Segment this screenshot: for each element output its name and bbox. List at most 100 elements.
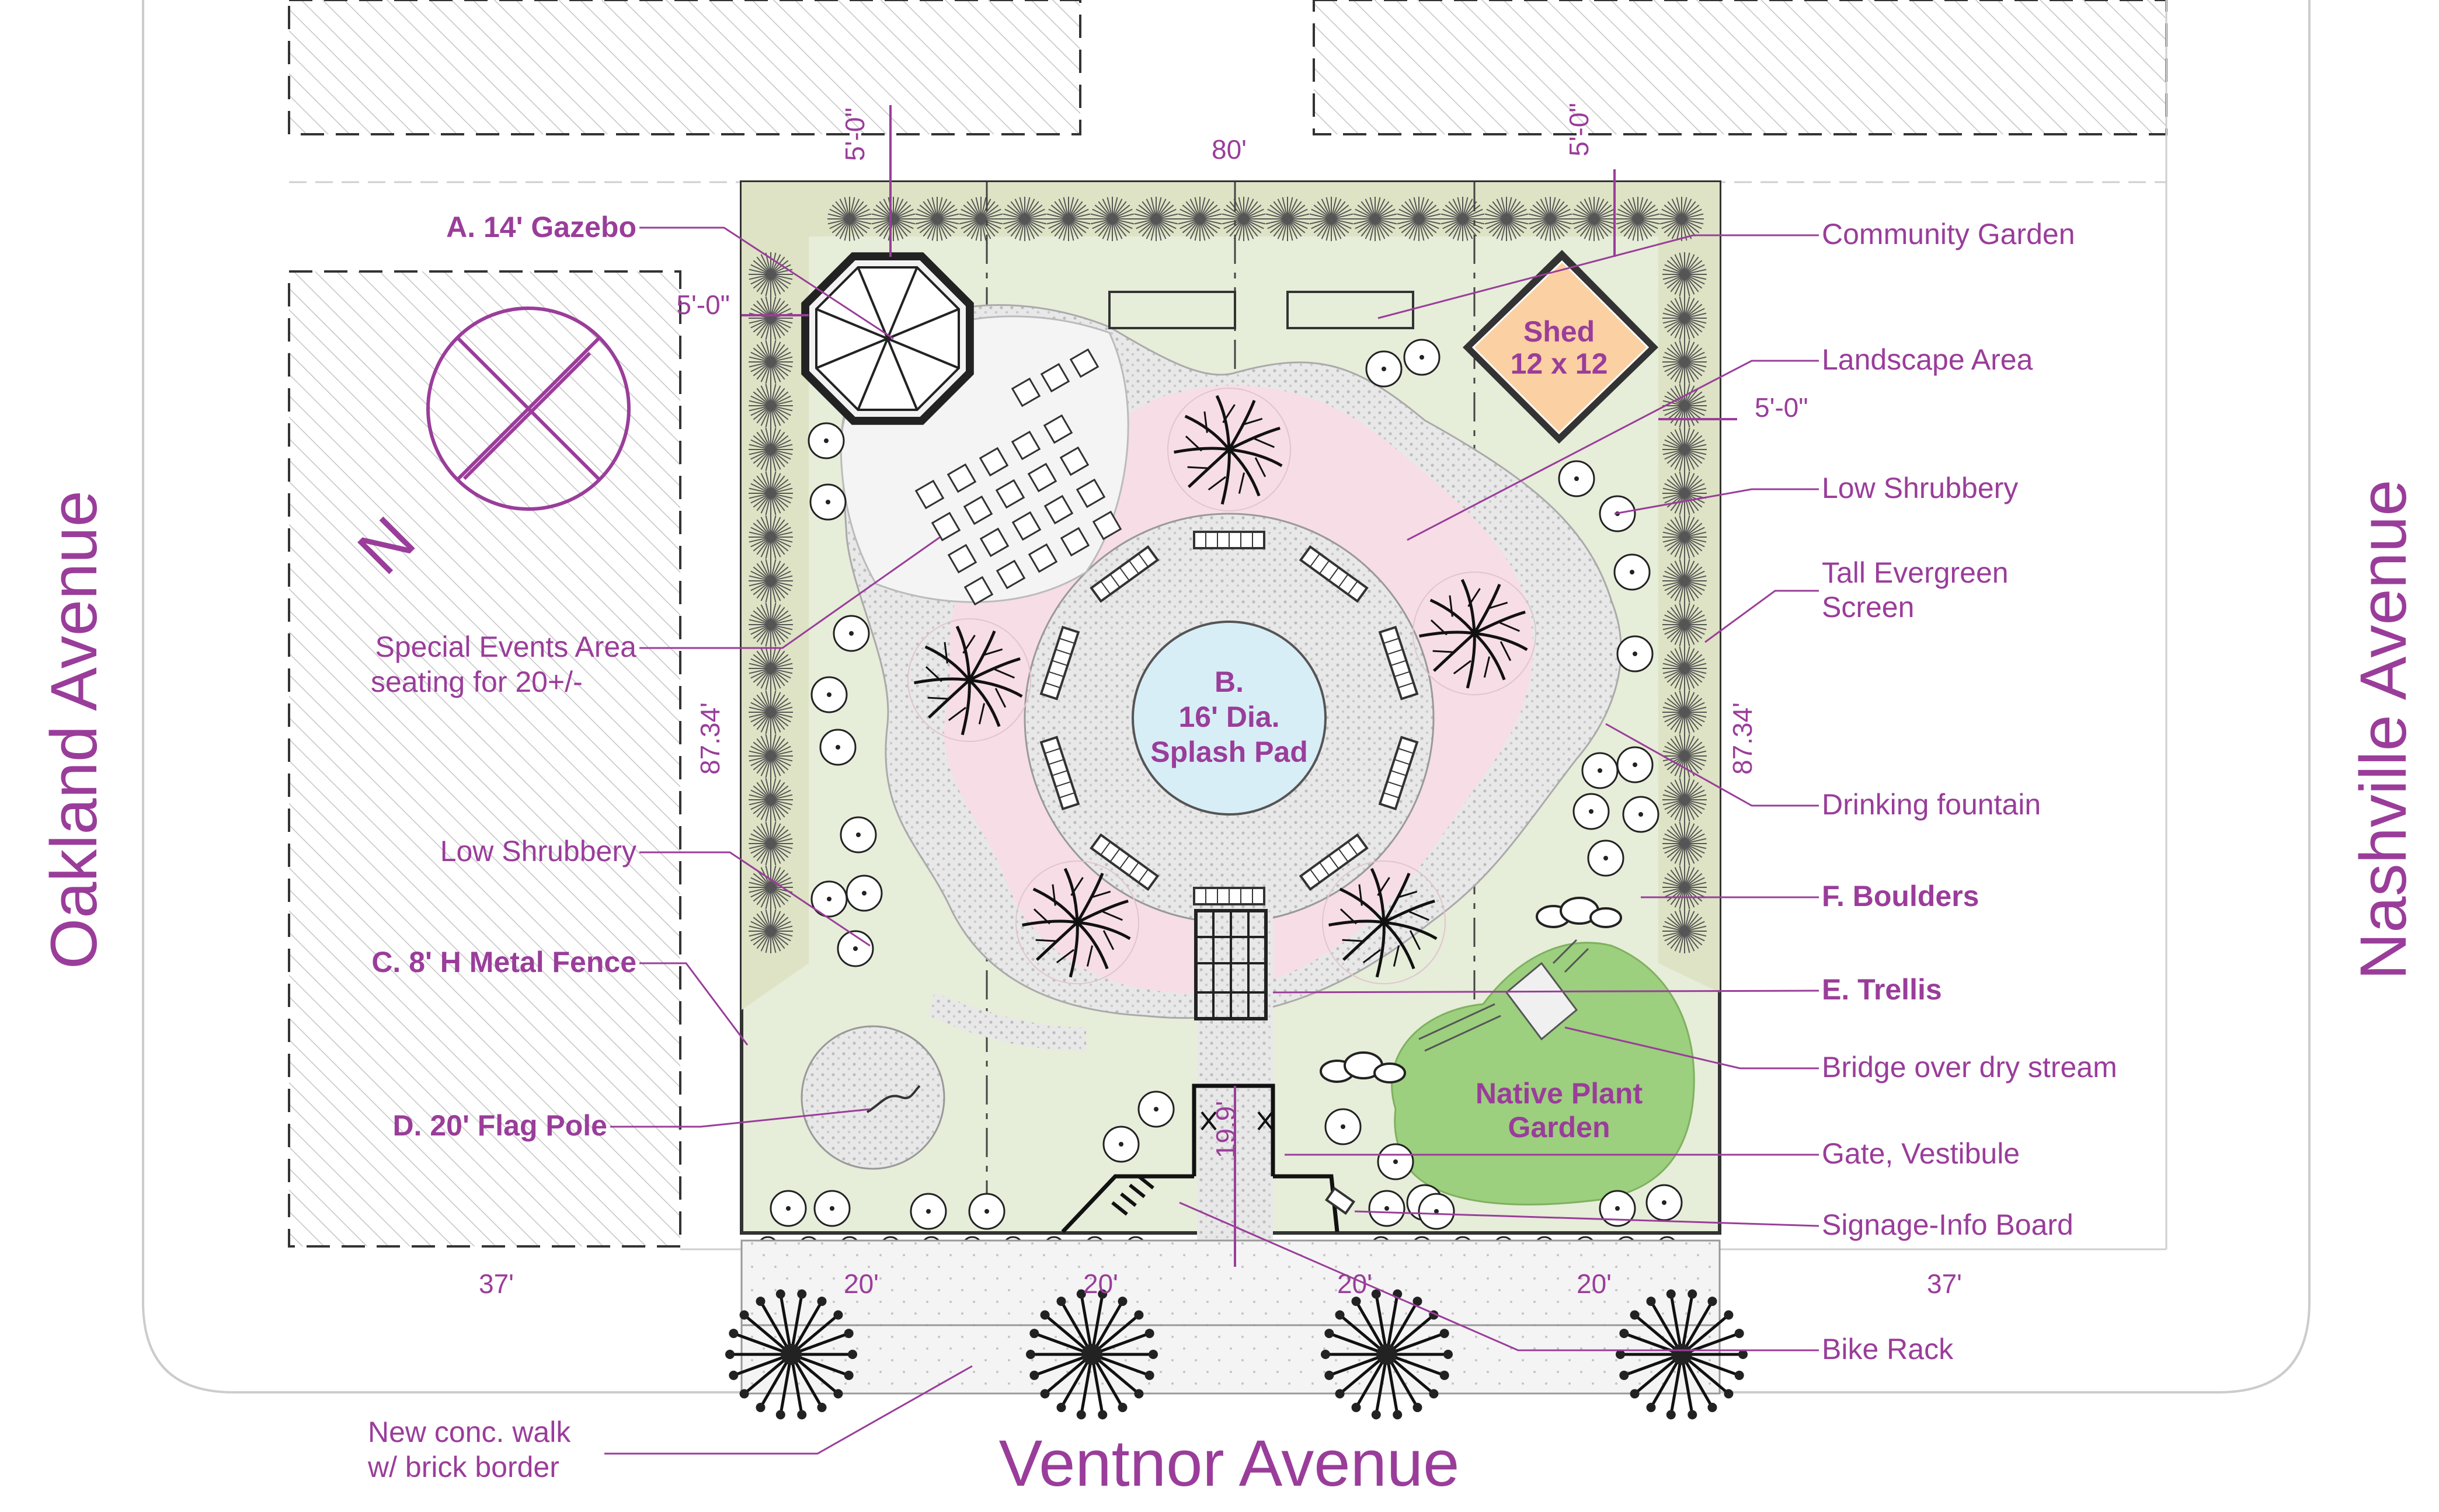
label-fence: C. 8' H Metal Fence	[371, 946, 636, 978]
shrub	[1324, 1108, 1362, 1145]
evergreen-tree	[749, 865, 793, 910]
evergreen-tree	[915, 197, 959, 241]
shrub	[968, 1193, 1005, 1230]
dim-bottom-2: 20'	[844, 1269, 879, 1299]
tall-evergreen-screen	[749, 197, 1707, 953]
evergreen-tree	[749, 427, 793, 472]
bench	[1193, 531, 1265, 549]
evergreen-tree	[1662, 515, 1707, 559]
evergreen-tree	[1353, 197, 1397, 241]
evergreen-tree	[749, 296, 793, 340]
evergreen-tree	[827, 197, 872, 241]
shrub	[1622, 796, 1659, 833]
evergreen-tree	[1662, 471, 1707, 515]
event-seat	[1011, 430, 1041, 461]
street-tree	[1616, 1289, 1748, 1420]
evergreen-tree	[749, 340, 793, 384]
evergreen-tree	[1662, 690, 1707, 734]
label-flag-pole: D. 20' Flag Pole	[392, 1109, 607, 1142]
evergreen-tree	[1397, 197, 1441, 241]
community-garden-bed-1[interactable]	[1108, 291, 1236, 329]
dimension-lines	[742, 105, 1737, 1267]
native-plant-garden[interactable]	[1391, 942, 1695, 1206]
community-garden-bed-2[interactable]	[1286, 291, 1414, 329]
adjacent-lot-left	[288, 270, 681, 1248]
flag-pole-plaza[interactable]	[801, 1025, 945, 1170]
new-concrete-walk[interactable]	[740, 1239, 1721, 1395]
adjacent-lot-top-right	[1313, 0, 2167, 135]
dim-setback-top-left: 5'-0"	[840, 107, 870, 161]
street-oakland: Oakland Avenue	[37, 490, 110, 969]
bench	[1299, 833, 1369, 891]
dim-setback-left: 5'-0"	[676, 290, 730, 320]
splash-pad[interactable]	[1132, 621, 1327, 816]
gate-vestibule[interactable]	[1061, 1084, 1339, 1234]
event-seat	[1060, 527, 1090, 557]
event-seat	[1043, 494, 1074, 525]
shrub	[1572, 793, 1610, 830]
splash-pad-label: Splash Pad	[1150, 736, 1308, 768]
evergreen-tree	[749, 471, 793, 515]
shrub	[840, 816, 877, 853]
label-trellis: E. Trellis	[1822, 973, 1942, 1006]
dim-bottom-5: 20'	[1577, 1269, 1612, 1299]
label-bike-rack: Bike Rack	[1822, 1333, 1954, 1365]
leader-lines	[604, 227, 1819, 1455]
evergreen-tree	[1134, 197, 1178, 241]
event-seat	[995, 479, 1025, 509]
signage-info-board[interactable]	[1324, 1186, 1356, 1215]
adjacent-lot-top-left	[288, 0, 1081, 135]
evergreen-tree	[749, 734, 793, 778]
trellis[interactable]	[1194, 909, 1268, 1020]
bench	[1193, 887, 1265, 905]
native-garden-label: Garden	[1508, 1111, 1610, 1144]
shrub	[1137, 1091, 1175, 1128]
shrub	[808, 422, 845, 459]
evergreen-tree	[1662, 909, 1707, 953]
bridge-over-dry-stream[interactable]	[1418, 939, 1589, 1052]
evergreen-tree	[1662, 602, 1707, 647]
evergreen-tree	[1662, 865, 1707, 910]
evergreen-tree	[1659, 197, 1704, 241]
evergreen-tree	[1662, 427, 1707, 472]
svg-text:Shed: Shed	[1523, 315, 1595, 348]
shrub	[813, 1190, 851, 1227]
shade-tree	[907, 618, 1031, 742]
event-seat	[1092, 510, 1122, 541]
evergreen-tree	[1662, 646, 1707, 691]
shed[interactable]: Shed 12 x 12	[1463, 250, 1658, 444]
bike-rack[interactable]	[1111, 1175, 1154, 1216]
event-seat	[1076, 478, 1106, 508]
evergreen-tree	[749, 909, 793, 953]
evergreen-tree	[1090, 197, 1135, 241]
event-seat	[1011, 377, 1041, 407]
evergreen-tree	[1616, 197, 1660, 241]
evergreen-tree	[749, 821, 793, 866]
evergreen-tree	[1572, 197, 1616, 241]
path-to-flag-pole	[928, 992, 1086, 1051]
street-nashville: Nashville Avenue	[2347, 479, 2420, 980]
dim-left-depth: 87.34'	[695, 702, 725, 775]
evergreen-tree	[1662, 821, 1707, 866]
label-special-events: seating for 20+/-	[371, 666, 583, 698]
evergreen-tree	[1003, 197, 1047, 241]
event-seat	[1059, 446, 1090, 476]
bench	[1090, 545, 1160, 603]
shade-tree	[1412, 572, 1536, 695]
dim-vestibule: 19.9'	[1210, 1101, 1241, 1158]
bench	[1039, 625, 1080, 701]
shrub	[1616, 635, 1654, 673]
evergreen-tree	[1528, 197, 1572, 241]
evergreen-tree	[1178, 197, 1222, 241]
gazebo[interactable]	[801, 252, 974, 425]
shrub	[1613, 553, 1651, 591]
shrub	[1365, 350, 1403, 388]
label-bridge: Bridge over dry stream	[1822, 1051, 2117, 1084]
svg-text:12 x 12: 12 x 12	[1511, 347, 1608, 380]
dim-bottom-3: 20'	[1083, 1269, 1118, 1299]
event-seat	[1011, 511, 1042, 541]
bench	[1378, 736, 1419, 811]
event-seat	[1027, 462, 1057, 493]
event-seat	[1040, 363, 1070, 393]
event-seat	[979, 447, 1009, 477]
